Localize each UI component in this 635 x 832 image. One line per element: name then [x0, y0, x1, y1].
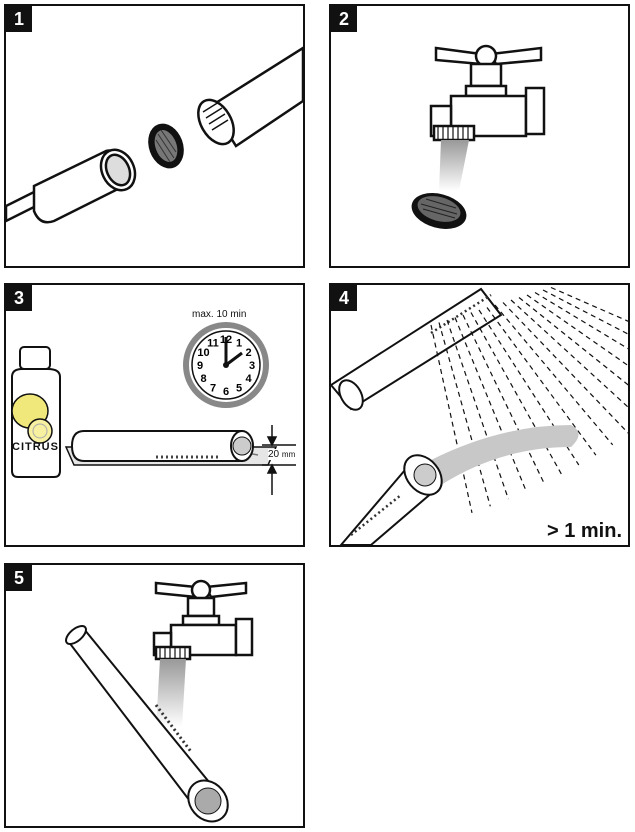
- step-2-panel: 2: [329, 4, 630, 268]
- spray-line: [526, 294, 628, 367]
- depth-number: 20: [268, 449, 280, 460]
- water-stream: [431, 425, 579, 485]
- spray-line: [454, 317, 527, 492]
- spray-line: [550, 286, 628, 322]
- spray-line: [518, 297, 628, 386]
- step-4-panel: 4 > 1 min.: [329, 283, 630, 547]
- step-1-panel: 1: [4, 4, 305, 268]
- clock-numeral: 3: [249, 360, 255, 372]
- spray-line: [446, 319, 509, 500]
- depth-value: 20 mm: [268, 449, 296, 460]
- filter-screen-icon: [148, 123, 184, 169]
- clock-label: max. 10 min: [192, 309, 247, 320]
- clock-numeral: 12: [220, 334, 232, 346]
- clock-numeral: 6: [223, 386, 229, 398]
- clock-icon: [183, 322, 269, 408]
- shower-hose-icon: [70, 430, 254, 462]
- step-1-illustration: [6, 46, 303, 224]
- shower-hose-icon: [6, 148, 137, 224]
- spray-line: [438, 322, 491, 507]
- clock-numeral: 1: [236, 338, 242, 350]
- clock-numeral: 4: [245, 373, 252, 385]
- step-2-illustration: [411, 44, 546, 229]
- step-number: 5: [6, 565, 32, 591]
- product-label: CITRUS: [12, 441, 59, 453]
- shower-hose-icon: [331, 287, 503, 411]
- step-4-illustration: [331, 286, 628, 545]
- filter-screen-icon: [411, 193, 467, 229]
- water-stream: [439, 140, 469, 191]
- spray-line: [486, 307, 597, 456]
- faucet-icon: [429, 44, 546, 142]
- clock-numeral: 9: [197, 360, 203, 372]
- step-number: 1: [6, 6, 32, 32]
- spray-line: [510, 299, 628, 408]
- duration-label: > 1 min.: [546, 520, 622, 542]
- spray-line: [462, 314, 545, 484]
- clock-numeral: 2: [245, 347, 251, 359]
- step-number: 2: [331, 6, 357, 32]
- spray-line: [542, 289, 628, 335]
- faucet-icon: [152, 579, 254, 661]
- clock-numeral: 7: [210, 383, 216, 395]
- clock-numeral: 11: [207, 338, 219, 350]
- spray-line: [534, 291, 628, 350]
- depth-unit: mm: [281, 450, 296, 459]
- lemon-icon: [11, 393, 53, 444]
- step-number: 4: [331, 285, 357, 311]
- shower-hose-icon: [339, 454, 443, 545]
- water-stream: [156, 659, 186, 727]
- step-number: 3: [6, 285, 32, 311]
- step-5-panel: 5: [4, 563, 305, 828]
- shower-hose-icon: [65, 625, 229, 823]
- clock-numeral: 8: [200, 373, 206, 385]
- shower-hose-icon: [197, 46, 303, 148]
- spray-line: [494, 304, 614, 446]
- clock-numeral: 10: [197, 347, 209, 359]
- clock-numeral: 5: [236, 383, 242, 395]
- step-5-illustration: [65, 579, 254, 823]
- spray-line: [502, 302, 628, 434]
- depth-dimension: [262, 425, 296, 495]
